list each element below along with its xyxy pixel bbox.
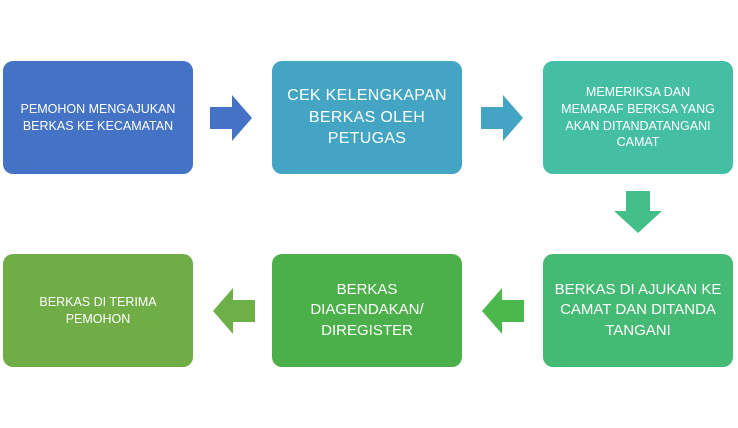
step-5-box: BERKAS DIAGENDAKAN/ DIREGISTER <box>272 254 462 367</box>
step-3-label: MEMERIKSA DAN MEMARAF BERKSA YANG AKAN D… <box>561 84 715 150</box>
step-1-label: PEMOHON MENGAJUKAN BERKAS KE KECAMATAN <box>20 101 176 133</box>
arrow-left-icon <box>482 288 524 334</box>
step-4-label: BERKAS DI AJUKAN KE CAMAT DAN DITANDA TA… <box>554 281 722 339</box>
step-2-label: CEK KELENGKAPAN BERKAS OLEH PETUGAS <box>287 87 447 148</box>
step-6-box: BERKAS DI TERIMA PEMOHON <box>3 254 193 367</box>
step-5-label: BERKAS DIAGENDAKAN/ DIREGISTER <box>310 281 424 339</box>
arrow-right-icon <box>210 95 252 141</box>
step-4-box: BERKAS DI AJUKAN KE CAMAT DAN DITANDA TA… <box>543 254 733 367</box>
arrow-left-icon <box>213 288 255 334</box>
step-6-label: BERKAS DI TERIMA PEMOHON <box>39 294 157 326</box>
arrow-right-icon <box>481 95 523 141</box>
step-2-box: CEK KELENGKAPAN BERKAS OLEH PETUGAS <box>272 61 462 174</box>
step-1-box: PEMOHON MENGAJUKAN BERKAS KE KECAMATAN <box>3 61 193 174</box>
arrow-down-icon <box>614 191 662 233</box>
step-3-box: MEMERIKSA DAN MEMARAF BERKSA YANG AKAN D… <box>543 61 733 174</box>
